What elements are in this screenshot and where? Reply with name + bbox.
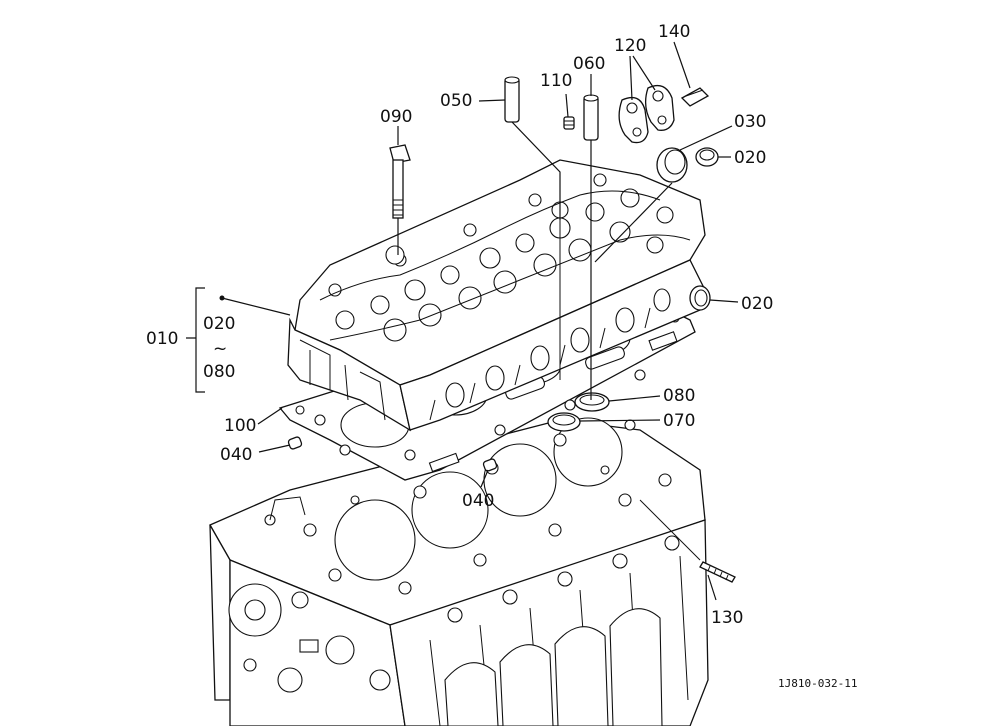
plug-110 — [563, 116, 575, 130]
head-bolt — [389, 144, 411, 219]
callout-010-range-start: 020 — [203, 314, 235, 334]
callout-120: 120 — [614, 36, 646, 56]
callout-010-range-end: 080 — [203, 362, 235, 382]
cylinder-head — [287, 159, 706, 432]
dowel-040-right — [482, 458, 498, 472]
callout-080: 080 — [663, 386, 695, 406]
fitting-140 — [680, 87, 710, 107]
dowel-040-left — [287, 436, 303, 450]
callout-130: 130 — [711, 608, 743, 628]
valve-guide-060 — [583, 94, 599, 141]
callout-010: 010 — [146, 329, 178, 349]
cap-030 — [656, 147, 688, 183]
callout-100: 100 — [224, 416, 256, 436]
callout-020-lower: 020 — [741, 294, 773, 314]
ring-070 — [547, 412, 581, 432]
callout-040-left: 040 — [220, 445, 252, 465]
callout-030: 030 — [734, 112, 766, 132]
leader-lines — [186, 41, 739, 601]
callout-140: 140 — [658, 22, 690, 42]
callout-labels: 010 020 ~ 080 020 020 030 040 040 050 06… — [146, 22, 857, 690]
callout-040-right: 040 — [462, 491, 494, 511]
plug-020-upper — [695, 147, 719, 167]
callout-060: 060 — [573, 54, 605, 74]
callout-110: 110 — [540, 71, 572, 91]
ring-080 — [574, 392, 610, 412]
callout-010-range-tilde: ~ — [213, 339, 227, 359]
callout-070: 070 — [663, 411, 695, 431]
plug-020-lower — [689, 285, 711, 311]
callout-020-upper: 020 — [734, 148, 766, 168]
stud-130 — [699, 561, 736, 583]
callout-050: 050 — [440, 91, 472, 111]
valve-guide-050 — [504, 76, 520, 123]
callout-090: 090 — [380, 107, 412, 127]
lifting-brackets — [618, 84, 675, 144]
cylinder-block — [209, 417, 709, 726]
figure-reference-code: 1J810-032-11 — [778, 677, 857, 690]
